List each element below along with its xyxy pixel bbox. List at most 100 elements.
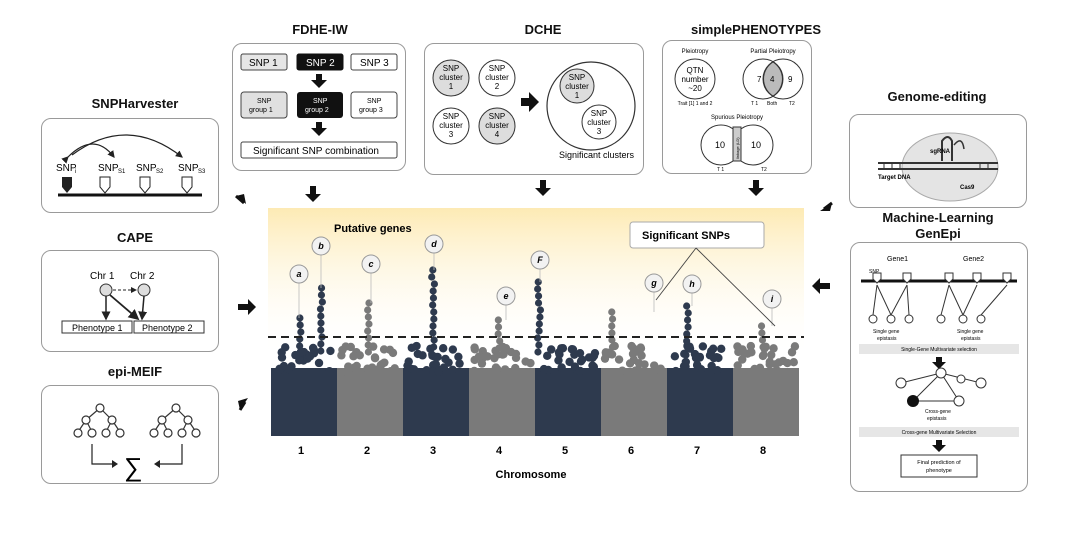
snp-point [679, 362, 689, 371]
arrow-simplepheno [748, 180, 764, 196]
snp-point [500, 365, 510, 374]
svg-text:S1: S1 [118, 169, 126, 175]
gene-label-a: a [296, 269, 301, 279]
arrow-ml [812, 278, 830, 294]
snp-point [789, 357, 798, 367]
snp-point [433, 352, 442, 362]
fdhe-title: FDHE-IW [292, 22, 348, 37]
simplepheno-panel: Pleiotropy QTN number ~20 Trait [1] 1 an… [662, 40, 812, 174]
snp-point [470, 345, 480, 354]
svg-text:SNP: SNP [443, 112, 459, 121]
snp-point [496, 337, 504, 345]
snp-point [275, 365, 284, 375]
snpharvester-diagram: SNP i SNP S1 SNP S2 SNP S3 [56, 134, 206, 197]
svg-text:4: 4 [770, 75, 775, 84]
svg-text:~20: ~20 [688, 84, 702, 93]
snp-point [683, 316, 692, 324]
snp-point [746, 341, 756, 351]
snp-point [758, 329, 766, 337]
svg-text:T2: T2 [761, 167, 767, 173]
snp-point [316, 305, 325, 313]
snp-point [501, 344, 511, 353]
snp-point [739, 348, 749, 357]
snp-point [717, 344, 726, 353]
snp-point [364, 348, 372, 356]
ml-title: Machine-Learning GenEpi [858, 210, 1018, 242]
chromosome-tick-5: 5 [562, 445, 568, 457]
snp-point [494, 351, 502, 359]
snp-point [521, 357, 530, 366]
svg-text:SNP: SNP [591, 109, 607, 118]
snp-point [441, 354, 450, 364]
arrow-dche [535, 180, 551, 196]
snp-point [683, 337, 691, 345]
gene-label-bubble [530, 250, 550, 270]
snp-point [765, 360, 774, 369]
svg-text:cluster: cluster [485, 121, 509, 130]
svg-text:group 3: group 3 [359, 107, 383, 114]
svg-text:SNP: SNP [443, 64, 459, 73]
significant-snps-label: Significant SNPs [642, 230, 730, 242]
snp-point [455, 359, 464, 368]
snp-point [635, 345, 644, 354]
snp-point [534, 278, 542, 286]
snp-point [712, 352, 721, 362]
tree-1-icon [73, 403, 125, 438]
snp-point [584, 353, 594, 362]
chromosome-tick-1: 1 [298, 445, 304, 457]
snp-point [364, 306, 372, 314]
genepi-diagram: Gene1 Gene2 SNP Single gene epistasis Si… [859, 256, 1019, 478]
gene-label-F: F [537, 255, 543, 265]
svg-text:S2: S2 [156, 169, 164, 175]
snp-point [790, 342, 800, 351]
chromosome-tick-2: 2 [364, 445, 370, 457]
snpharvester-title: SNPHarvester [91, 96, 179, 111]
gene-label-d: d [431, 239, 437, 249]
snp-point [695, 353, 705, 362]
significant-clusters-label: Significant clusters [559, 150, 635, 160]
snp-point [650, 361, 659, 370]
svg-text:SNP: SNP [98, 163, 119, 174]
svg-text:group 2: group 2 [305, 107, 329, 114]
snp-point [341, 342, 350, 351]
epimeif-title: epi-MEIF [107, 364, 163, 379]
snp-point [608, 329, 616, 337]
snp-point [670, 352, 680, 361]
snp-point [428, 350, 436, 358]
chromosome-8-block [733, 368, 799, 436]
snp-point [773, 366, 782, 375]
gene-label-h: h [689, 279, 695, 289]
svg-text:3: 3 [597, 127, 602, 136]
gene-label-bubble [682, 274, 702, 294]
snp-point [534, 348, 542, 356]
snp-point [692, 360, 702, 370]
snp-point [608, 350, 616, 358]
snp-point [627, 341, 636, 351]
snp-point [314, 358, 324, 368]
svg-text:T2: T2 [789, 101, 795, 107]
snp-point [640, 360, 649, 369]
gene-label-bubble [424, 234, 444, 254]
chromosome-1-block [271, 368, 337, 436]
snp-point [454, 352, 463, 362]
snp-point [614, 355, 624, 364]
chromosome-tick-7: 7 [694, 445, 700, 457]
svg-text:1: 1 [449, 82, 454, 91]
gene-label-bubble [644, 273, 664, 293]
snp-point [684, 344, 692, 352]
snp-point [367, 363, 377, 372]
snp-point [481, 351, 491, 361]
snp-point [543, 351, 552, 361]
cas9-diagram: sgRNA Target DNA Cas9 [878, 132, 999, 202]
svg-text:T 1: T 1 [751, 101, 758, 107]
snp-point [429, 329, 437, 337]
snp-3-label: SNP 3 [360, 58, 389, 69]
chromosome-tick-4: 4 [496, 445, 503, 457]
svg-text:number: number [681, 75, 708, 84]
svg-text:sgRNA: sgRNA [930, 149, 951, 155]
svg-text:S3: S3 [198, 169, 206, 175]
snp-point [547, 345, 556, 354]
snp-point [375, 364, 384, 373]
